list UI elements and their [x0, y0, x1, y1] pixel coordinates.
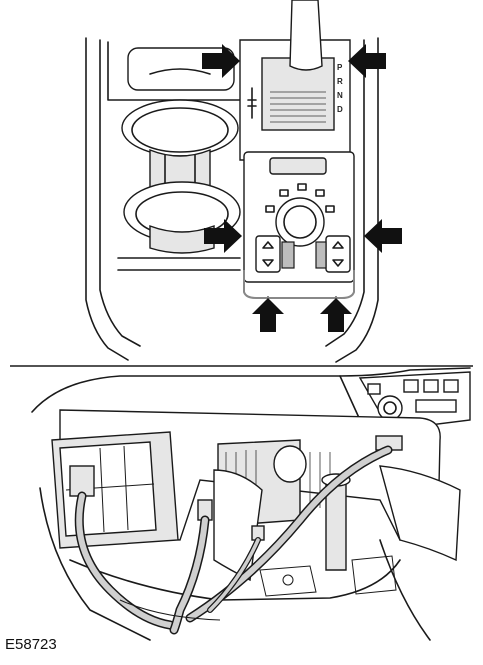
- top-view-console: P R N D: [85, 0, 402, 363]
- console-floor-details: [119, 555, 397, 621]
- gear-letter-p: P: [337, 63, 343, 72]
- arrow-bottom-right: [320, 298, 352, 332]
- console-left-edge: [85, 37, 129, 361]
- manual-shift-symbol: [247, 87, 257, 119]
- console-front-left-edge: [39, 487, 151, 641]
- gear-letter-r: R: [337, 77, 343, 86]
- left-toggle-arrows: [262, 241, 274, 267]
- console-back-edge: [31, 367, 471, 413]
- wiring-harness: [74, 445, 393, 635]
- right-toggle-arrows: [332, 241, 344, 267]
- gear-selector-housing: P R N D: [239, 0, 351, 161]
- right-switch-icon-strip: [315, 241, 327, 269]
- switch-pack-highlight-bracket: [243, 270, 355, 299]
- connector-left: [69, 465, 95, 497]
- console-right-inner-edge: [325, 39, 365, 347]
- cup-holder-base-lines: [117, 257, 241, 271]
- left-toggle-switch: [255, 235, 281, 273]
- lower-view-removed-switch-pack: [31, 367, 471, 641]
- terrain-rotary-knob: [275, 197, 325, 247]
- arrow-middle-left: [204, 219, 242, 253]
- left-switch-icon-strip: [281, 241, 295, 269]
- tray-surround: [107, 41, 241, 101]
- hill-descent-button: [269, 157, 327, 175]
- dashboard-controls: [358, 371, 471, 431]
- arrow-bottom-left: [252, 298, 284, 332]
- gear-lever: [289, 0, 323, 71]
- cup-holder-lower: [123, 181, 241, 254]
- console-right-edge: [335, 37, 379, 363]
- terrain-mode-icons: [265, 183, 335, 213]
- right-mounting-bracket: [379, 465, 461, 562]
- gear-letter-n: N: [337, 91, 343, 100]
- tray-handle: [149, 68, 211, 75]
- console-left-inner-edge: [99, 39, 141, 347]
- switch-pack-assembly: [51, 409, 461, 582]
- gate-hatching: [270, 91, 326, 123]
- arrow-upper-right: [348, 44, 386, 78]
- arrow-upper-left: [202, 44, 240, 78]
- gear-letter-d: D: [337, 105, 343, 114]
- arrow-middle-right: [364, 219, 402, 253]
- lever-boot-base: [273, 445, 307, 483]
- figure-id-label: E58723: [5, 636, 57, 653]
- console-front-right-edge: [379, 539, 431, 641]
- callout-arrows: [202, 44, 402, 332]
- terrain-switch-pack: [243, 151, 355, 283]
